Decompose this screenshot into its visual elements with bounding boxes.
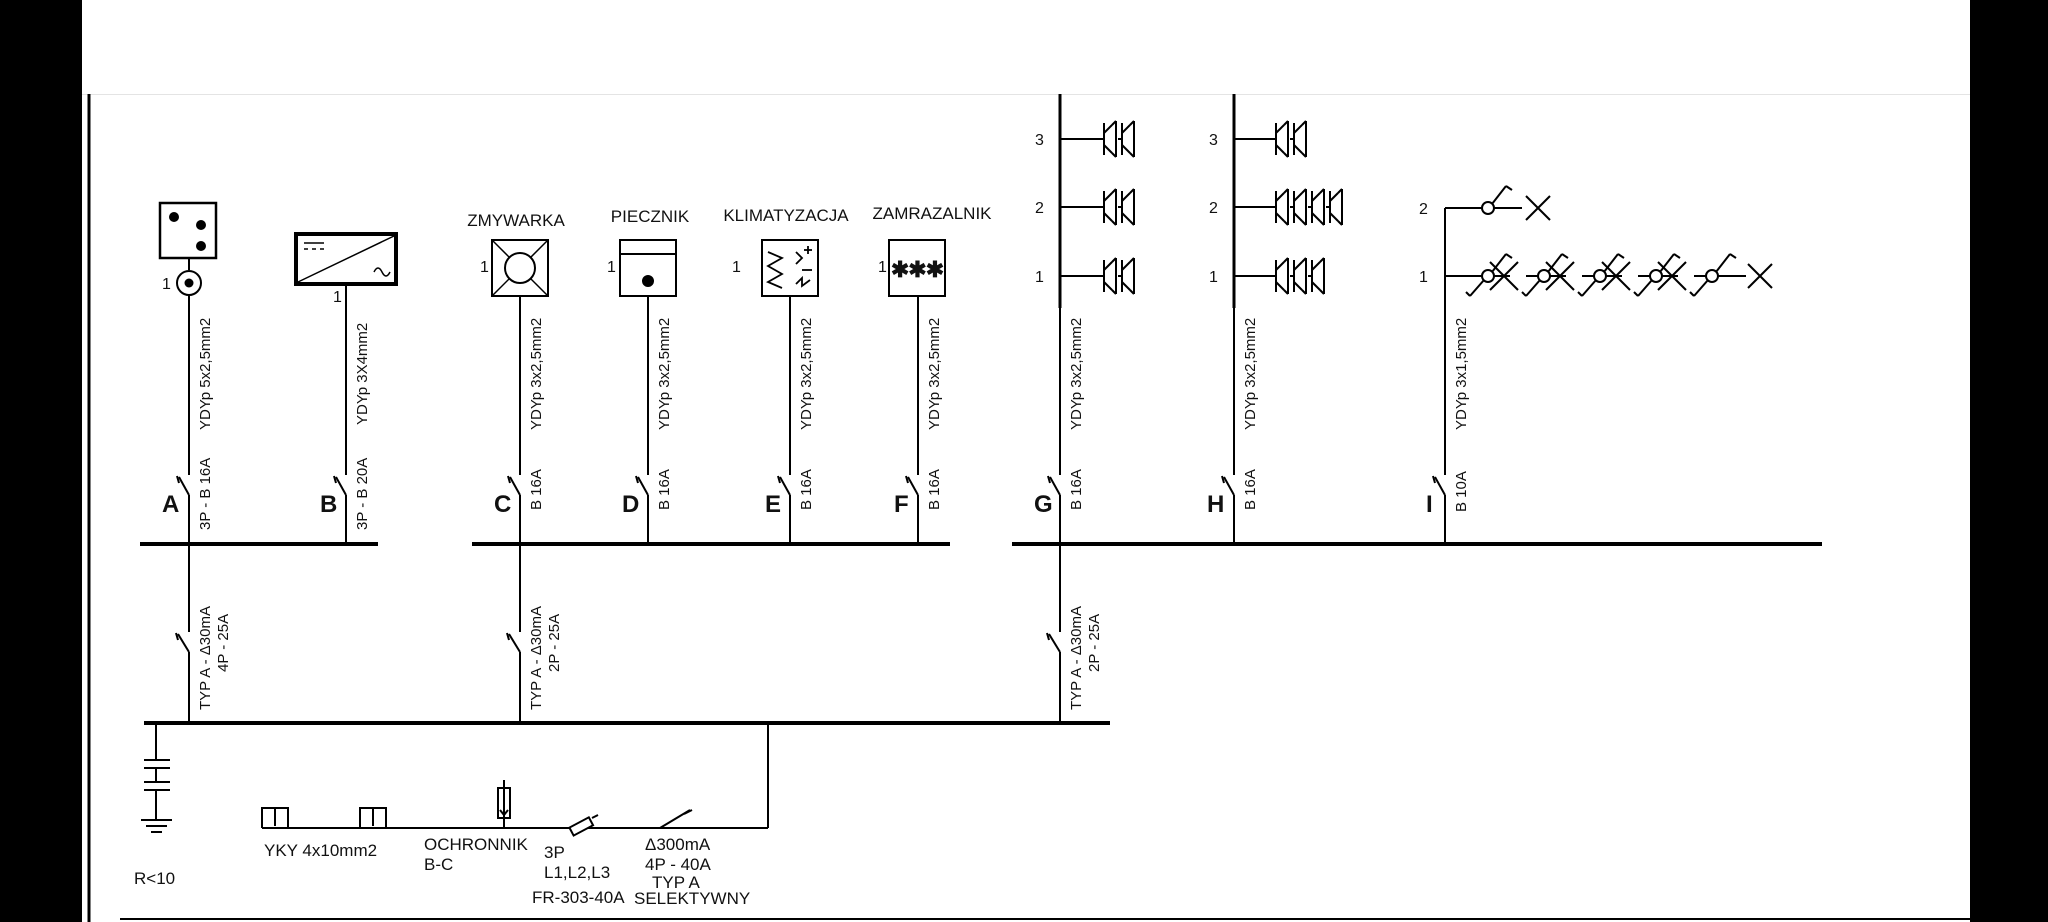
circuit-h: [1221, 94, 1272, 544]
circuit-g-row-2: 2: [1035, 200, 1044, 217]
circuit-h-letter: H: [1207, 491, 1224, 518]
fuse-switch-label-2: L1,L2,L3: [544, 863, 610, 882]
circuit-i-row-1: 1: [1419, 269, 1428, 286]
rcd-1-line2: 4P - 25A: [215, 614, 232, 672]
air-conditioner-icon: [761, 239, 819, 297]
circuit-f: [905, 297, 919, 544]
circuit-h-row-3: 3: [1209, 132, 1218, 149]
circuit-f-device: ZAMRAZALNIK: [872, 204, 992, 223]
freezer-icon: [888, 239, 946, 297]
circuit-e: [777, 297, 791, 544]
circuit-e-device: KLIMATYZACJA: [723, 206, 849, 225]
viewer-top-margin: [82, 0, 1970, 95]
circuit-i: [1432, 207, 1480, 544]
oven-icon: [619, 239, 677, 297]
supply-cable-label: YKY 4x10mm2: [264, 841, 377, 860]
circuit-f-cable: YDYp 3x2,5mm2: [926, 318, 943, 430]
circuit-e-pin: 1: [732, 259, 741, 276]
circuit-f-letter: F: [894, 491, 909, 518]
main-rcd-label-4: SELEKTYWNY: [634, 889, 750, 908]
socket-a-icon: [169, 212, 206, 288]
circuit-a-letter: A: [162, 491, 179, 518]
rcd-2-line2: 2P - 25A: [546, 614, 563, 672]
surge-protector-label-2: B-C: [424, 855, 453, 874]
fuse-switch-icon: [568, 814, 599, 837]
circuit-e-cable: YDYp 3x2,5mm2: [798, 318, 815, 430]
circuit-g-row-1: 1: [1035, 269, 1044, 286]
rcd-1-line1: TYP A - Δ30mA: [197, 606, 214, 710]
circuit-h-row-2: 2: [1209, 200, 1218, 217]
circuit-i-row-2: 2: [1419, 201, 1428, 218]
circuit-d-pin: 1: [607, 259, 616, 276]
circuit-c-cable: YDYp 3x2,5mm2: [528, 318, 545, 430]
circuit-g-cable: YDYp 3x2,5mm2: [1068, 318, 1085, 430]
freezer-stars-icon: ✱✱✱: [891, 257, 944, 282]
circuit-d-letter: D: [622, 491, 639, 518]
rcd-3-line1: TYP A - Δ30mA: [1068, 606, 1085, 710]
rcd-3-line2: 2P - 25A: [1086, 614, 1103, 672]
circuit-i-letter: I: [1426, 491, 1433, 518]
circuit-a-breaker: 3P - B 16A: [197, 458, 214, 530]
socket-outlets-h: [1272, 120, 1343, 295]
surge-protector-label-1: OCHRONNIK: [424, 835, 529, 854]
dishwasher-icon: [491, 239, 549, 297]
circuit-c-pin: 1: [480, 259, 489, 276]
surge-protector-icon: [497, 780, 511, 828]
circuit-d-cable: YDYp 3x2,5mm2: [656, 318, 673, 430]
circuit-h-cable: YDYp 3x2,5mm2: [1242, 318, 1259, 430]
earthing-capacitor-icon: [141, 723, 172, 833]
fuse-switch-label-3: FR-303-40A: [532, 888, 625, 907]
circuit-d-device: PIECZNIK: [611, 207, 690, 226]
circuit-g-letter: G: [1034, 491, 1053, 518]
socket-outlets-g: [1100, 120, 1135, 295]
circuit-b-breaker: 3P - B 20A: [354, 458, 371, 530]
circuit-d-breaker: B 16A: [656, 469, 673, 510]
circuit-b-letter: B: [320, 491, 337, 518]
fuse-switch-label-1: 3P: [544, 843, 565, 862]
circuit-i-breaker: B 10A: [1453, 471, 1470, 512]
circuit-c-breaker: B 16A: [528, 469, 545, 510]
circuit-a: [158, 201, 218, 544]
circuit-h-breaker: B 16A: [1242, 469, 1259, 510]
circuit-h-row-1: 1: [1209, 269, 1218, 286]
circuit-e-letter: E: [765, 491, 781, 518]
circuit-g-row-3: 3: [1035, 132, 1044, 149]
circuit-f-pin: 1: [878, 259, 887, 276]
circuit-c-letter: C: [494, 491, 511, 518]
circuit-f-breaker: B 16A: [926, 469, 943, 510]
main-rcd-icon: [659, 809, 693, 829]
cable-gland-icon: [261, 807, 387, 828]
main-rcd-label-2: 4P - 40A: [645, 855, 712, 874]
main-rcd-label-1: Δ300mA: [645, 835, 711, 854]
rcd-3: [1046, 544, 1061, 723]
circuit-a-pin: 1: [162, 276, 171, 293]
lighting-points-i: [1465, 185, 1773, 297]
rcd-2: [506, 544, 521, 723]
converter-icon: [294, 232, 398, 286]
main-rcd-label-3: TYP A: [652, 873, 701, 892]
circuit-b-pin: 1: [333, 289, 342, 306]
supply-feeder-line: [262, 723, 769, 829]
circuit-b-cable: YDYp 3X4mm2: [354, 323, 371, 425]
circuit-a-cable: YDYp 5x2,5mm2: [197, 318, 214, 430]
document-page: [82, 0, 1970, 922]
circuit-g-breaker: B 16A: [1068, 469, 1085, 510]
rcd-1: [175, 544, 190, 723]
circuit-c: [507, 297, 521, 544]
circuit-e-breaker: B 16A: [798, 469, 815, 510]
earth-resistance-label: R<10: [134, 869, 175, 888]
circuit-b: [333, 286, 347, 544]
circuit-c-device: ZMYWARKA: [467, 211, 565, 230]
circuit-d: [635, 297, 649, 544]
rcd-2-line1: TYP A - Δ30mA: [528, 606, 545, 710]
circuit-i-cable: YDYp 3x1,5mm2: [1453, 318, 1470, 430]
circuit-g: [1047, 94, 1100, 544]
